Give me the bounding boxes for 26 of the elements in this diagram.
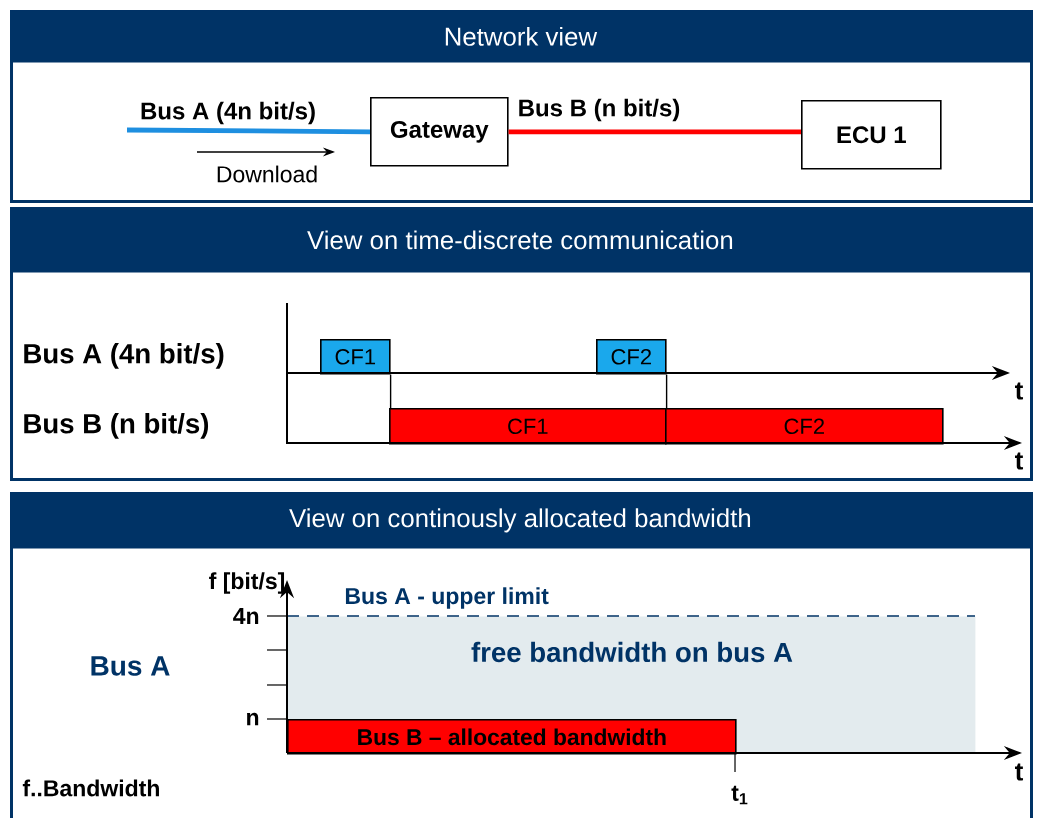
caption-text: Download [217,165,317,183]
note-text: f..Bandwidth [22,779,159,797]
connector-line [665,373,668,409]
connector-line [508,129,801,135]
axis-label: f [bit/s] [209,572,285,594]
connector-line [127,127,371,135]
bus-label: Bus A (4n bit/s) [24,343,224,369]
tick-label: t$_{1}$ [731,785,748,805]
bus-label: Bus A [91,656,170,676]
axis-label: t [1015,452,1023,470]
frame-block: CF1 [389,408,667,445]
ecu-box: ECU 1 [801,100,942,170]
frame-block: CF2 [596,339,667,375]
bus-label: Bus B (n bit/s) [24,413,209,439]
tick-label: 4n [233,608,259,624]
frame-block: CF2 [665,408,944,445]
tick-label: n [247,712,259,726]
allocated-bandwidth-bar: Bus B – allocated bandwidth [287,719,737,755]
limit-label: Bus A - upper limit [345,587,549,609]
gateway-box: Gateway [370,97,509,167]
frame-block: CF1 [320,339,391,375]
axis-label: t [1015,382,1023,400]
edge-label: Bus A (4n bit/s) [141,101,315,125]
edge-label: Bus B (n bit/s) [519,98,680,122]
axis-label: t [1015,763,1023,781]
connector-line [389,373,392,409]
